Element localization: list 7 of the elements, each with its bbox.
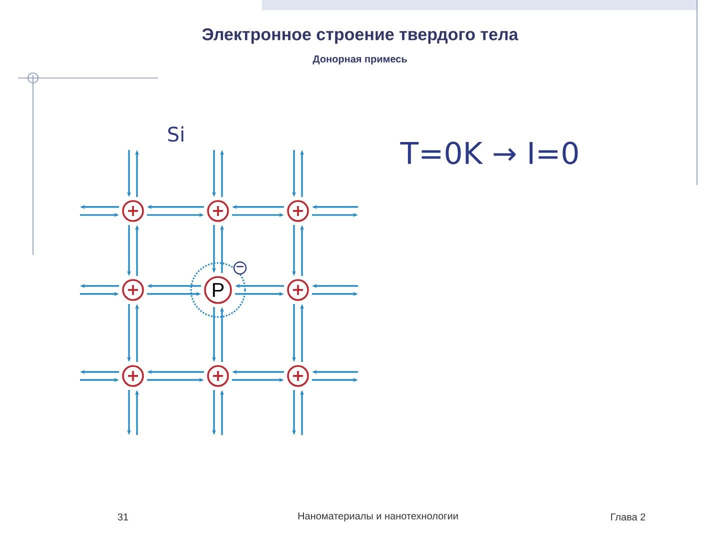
footer-text: Глава 2 bbox=[611, 513, 646, 521]
handwritten-formula: T=0K → I=0 bbox=[400, 142, 578, 164]
title: Электронное строение твердого тела bbox=[202, 28, 518, 44]
subtitle: Донорная примесь bbox=[312, 56, 407, 64]
page-number: 31 bbox=[118, 513, 128, 521]
footer-text: Наноматериалы и нанотехнологии bbox=[298, 512, 458, 522]
handwritten-label: Si bbox=[168, 126, 184, 142]
